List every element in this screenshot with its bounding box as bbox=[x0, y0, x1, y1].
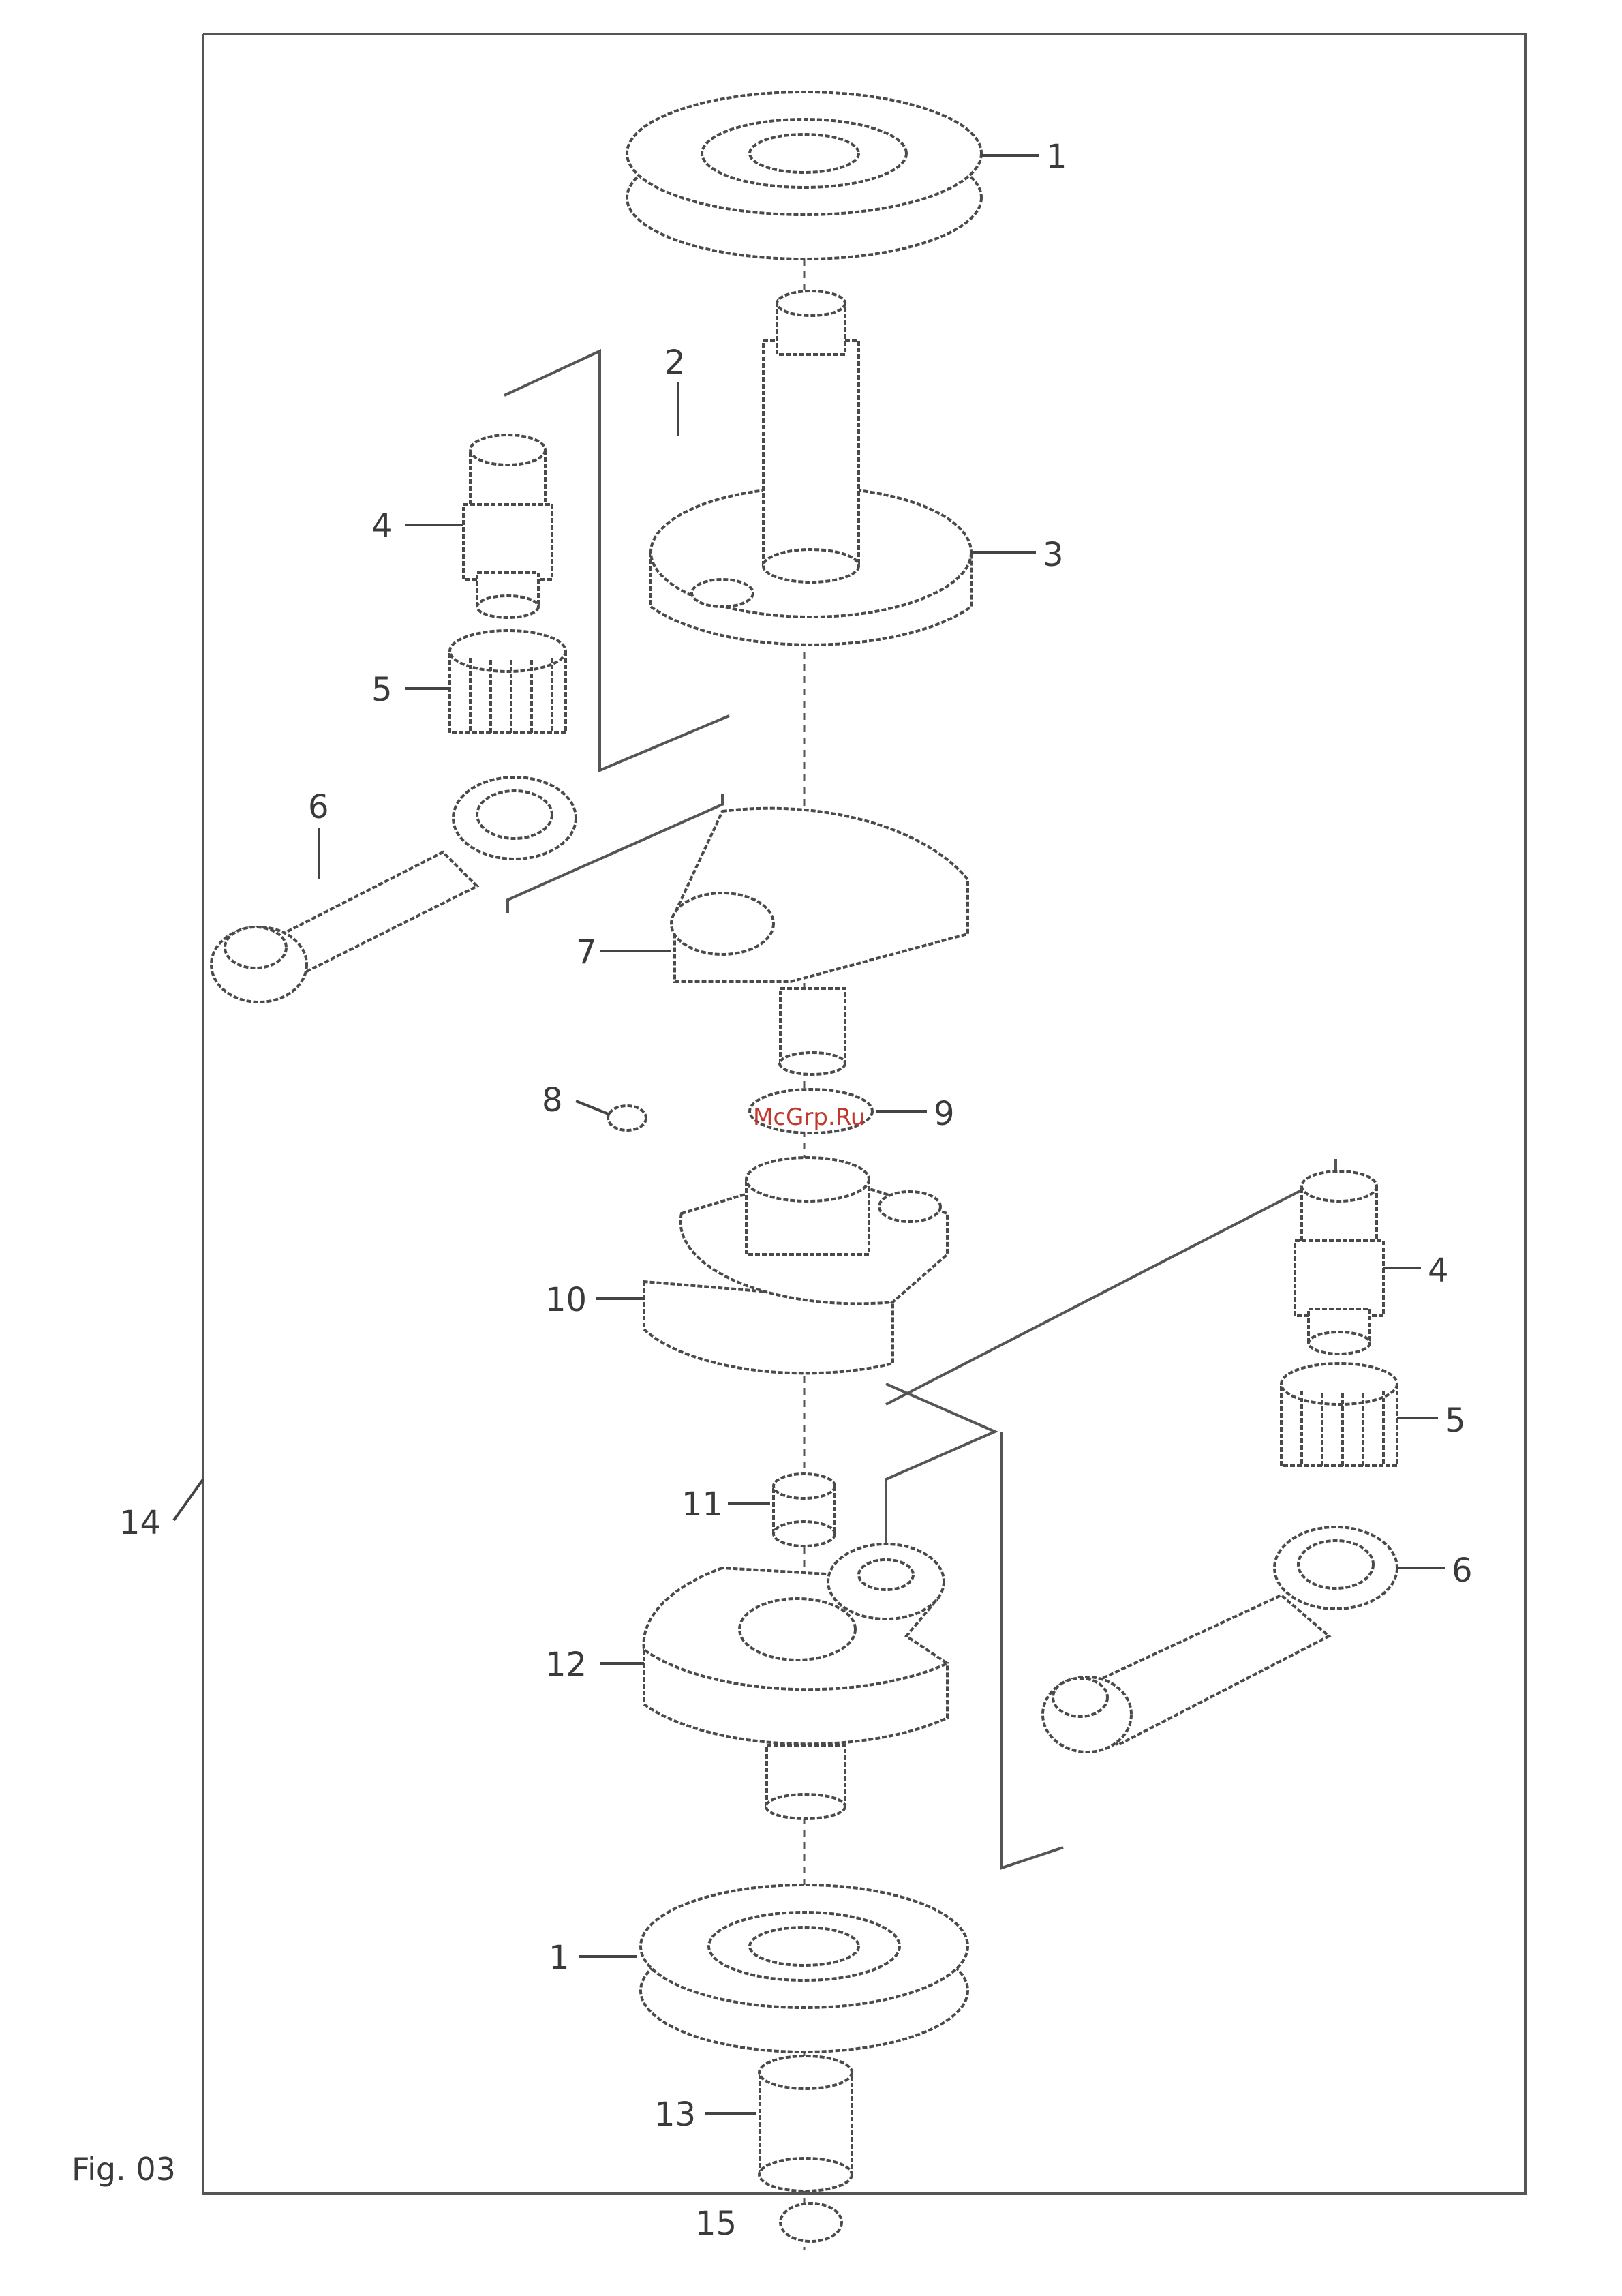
crank-pin-left bbox=[463, 435, 552, 618]
bearing-top bbox=[627, 92, 981, 259]
callout-7: 7 bbox=[576, 933, 597, 971]
callout-15: 15 bbox=[695, 2205, 737, 2243]
bearing-bottom bbox=[641, 1885, 968, 2052]
needle-bearing-right bbox=[1281, 1363, 1397, 1468]
callout-6-right: 6 bbox=[1452, 1552, 1473, 1590]
callout-1-bottom: 1 bbox=[549, 1939, 570, 1977]
group-bracket-bottom bbox=[1002, 1432, 1063, 1868]
callout-9: 9 bbox=[934, 1095, 955, 1133]
crank-pin-right bbox=[1295, 1171, 1383, 1354]
needle-bearing-left bbox=[450, 631, 566, 735]
callout-13: 13 bbox=[654, 2096, 696, 2134]
crank-web-upper bbox=[671, 809, 968, 1074]
crank-web-middle bbox=[644, 1158, 947, 1373]
washer bbox=[780, 2203, 842, 2241]
crank-pin-small bbox=[774, 1474, 835, 1546]
group-bracket-lower-right bbox=[886, 1159, 1336, 1404]
figure-label: Fig. 03 bbox=[72, 2151, 176, 2188]
connecting-rod-right bbox=[1043, 1527, 1397, 1752]
group-bracket-lower bbox=[886, 1384, 995, 1554]
callout-1-top: 1 bbox=[1046, 138, 1067, 176]
callout-2: 2 bbox=[664, 344, 686, 382]
callout-11: 11 bbox=[682, 1485, 723, 1524]
crank-web-lower bbox=[644, 1544, 947, 1819]
seal-ring-small bbox=[608, 1106, 646, 1130]
callout-5-left: 5 bbox=[371, 671, 393, 709]
callout-4-left: 4 bbox=[371, 507, 393, 545]
callout-4-right: 4 bbox=[1428, 1252, 1449, 1290]
callout-8: 8 bbox=[542, 1081, 563, 1119]
upper-crankshaft bbox=[651, 291, 971, 645]
callout-12: 12 bbox=[545, 1646, 587, 1684]
callout-5-right: 5 bbox=[1445, 1402, 1466, 1440]
connecting-rod-left bbox=[211, 777, 576, 1002]
callout-10: 10 bbox=[545, 1281, 587, 1319]
callout-3: 3 bbox=[1043, 536, 1064, 574]
callout-14: 14 bbox=[119, 1504, 161, 1542]
callout-6-left: 6 bbox=[308, 788, 329, 826]
watermark: McGrp.Ru bbox=[753, 1104, 865, 1131]
bushing bbox=[759, 2056, 852, 2191]
